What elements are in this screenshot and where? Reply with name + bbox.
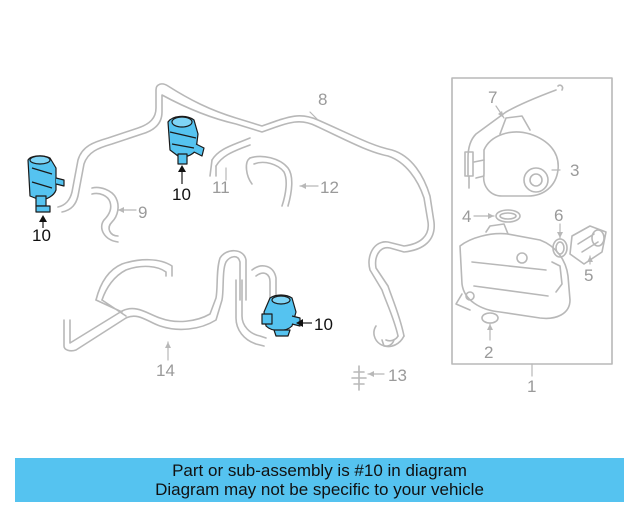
callout-10-left: 10 [32, 226, 51, 245]
callout-6: 6 [554, 206, 564, 225]
info-banner: Part or sub-assembly is #10 in diagram D… [15, 458, 624, 502]
callout-13: 13 [388, 366, 407, 385]
seal-2 [481, 312, 499, 324]
banner-line-1: Part or sub-assembly is #10 in diagram [172, 461, 467, 480]
callout-5: 5 [584, 266, 594, 285]
callout-14: 14 [156, 361, 175, 380]
connector-5 [569, 225, 607, 265]
callout-1: 1 [527, 377, 537, 396]
callout-3: 3 [570, 161, 580, 180]
housing-1 [455, 223, 571, 320]
callout-9: 9 [138, 203, 148, 222]
callout-10-bottom: 10 [314, 315, 333, 334]
valve-3 [473, 115, 559, 197]
banner-line-2: Diagram may not be specific to your vehi… [155, 480, 484, 499]
seal-4 [495, 209, 521, 223]
highlight-leaders [42, 172, 312, 324]
hose-14 [63, 249, 277, 352]
callout-10-middle: 10 [172, 185, 191, 204]
sensor-7 [464, 84, 564, 189]
hose-12 [245, 155, 293, 207]
solenoid-valve-10-middle [167, 115, 205, 165]
callout-11: 11 [212, 178, 230, 197]
callout-12: 12 [320, 178, 339, 197]
solenoid-valve-10-bottom [261, 294, 301, 337]
callout-4: 4 [462, 207, 472, 226]
assembly-1-box [451, 77, 613, 365]
highlight-arrows [39, 165, 303, 327]
callout-8: 8 [318, 90, 328, 109]
hose-9 [91, 186, 119, 243]
vacuum-line-8 [57, 83, 435, 348]
arrowheads [118, 111, 593, 377]
callout-7: 7 [488, 88, 498, 107]
callout-2: 2 [484, 343, 494, 362]
solenoid-valve-10-left [27, 155, 65, 213]
fitting-13 [351, 325, 395, 391]
hose-11 [209, 137, 251, 177]
